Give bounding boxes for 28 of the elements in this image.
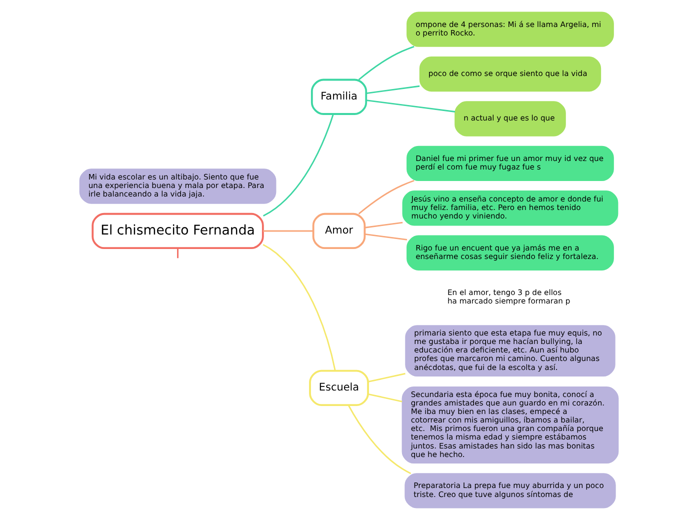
connector xyxy=(366,85,420,94)
node-box: Familia xyxy=(310,78,367,115)
node-box: Escuela xyxy=(308,370,368,406)
node-box: ompone de 4 personas: Mi á se llama Argelia, mi o perrito Rocko. xyxy=(406,12,614,47)
connector xyxy=(364,222,402,228)
node-box: Preparatoria La prepa fue muy aburrida y un poco triste. Creo que tuve algunos síntomas de xyxy=(404,473,616,508)
node-box: primaria siento que esta etapa fue muy equis, no me gustaba ir porque me hacían bullying, la educación era deficiente, etc. Aun así hubo profes que marcaron mi camino. Cuento algunas anécdotas, que fui de la escolta y así. xyxy=(404,325,615,377)
connector xyxy=(366,100,455,112)
node-box: Mi vida escolar es un altibajo. Siento que fue una experiencia buena y mala por etapa. Para irle balanceando a la vida jaja. xyxy=(78,168,276,204)
connector xyxy=(368,372,405,382)
connector xyxy=(358,180,414,214)
node-box: Rigo fue un encuent que ya jamás me en a enseñarme cosas seguir siendo feliz y fortaleza. xyxy=(406,235,614,270)
node-box: n actual y que es lo que xyxy=(454,101,566,136)
connector xyxy=(347,404,411,474)
connector xyxy=(368,393,402,402)
connector xyxy=(262,114,334,216)
node-box: El chismecito Fernanda xyxy=(91,212,264,250)
node-box: Daniel fue mi primer fue un amor muy id vez que perdí el com fue muy fugaz fue s xyxy=(406,146,614,182)
connector xyxy=(262,230,313,232)
connector xyxy=(364,234,407,240)
node-box: Jesús vino a enseña concepto de amor e donde fui muy feliz. familia, etc. Pero en hemos tenido mucho yendo y viniendo. xyxy=(402,190,618,226)
connector xyxy=(262,244,336,371)
connector xyxy=(176,248,178,258)
node-box: poco de como se orque siento que la vida xyxy=(418,56,601,92)
node-box: Amor xyxy=(312,212,366,250)
connector xyxy=(358,46,414,80)
label: En el amor, tengo 3 p de ellos ha marcado siempre formaran p xyxy=(446,288,570,306)
node-box: Secundaria esta época fue muy bonita, conocí a grandes amistades que aun guardo en mi corazón. Me iba muy bien en las clases, empecé a cotorrear con mis amiguillos, íbamos a bailar, etc. Mis primos fueron una gran compañía porque tenemos la misma edad y siempre estábamos juntos. Esas amistades han sido las mas bonitas que he hecho. xyxy=(401,386,618,464)
